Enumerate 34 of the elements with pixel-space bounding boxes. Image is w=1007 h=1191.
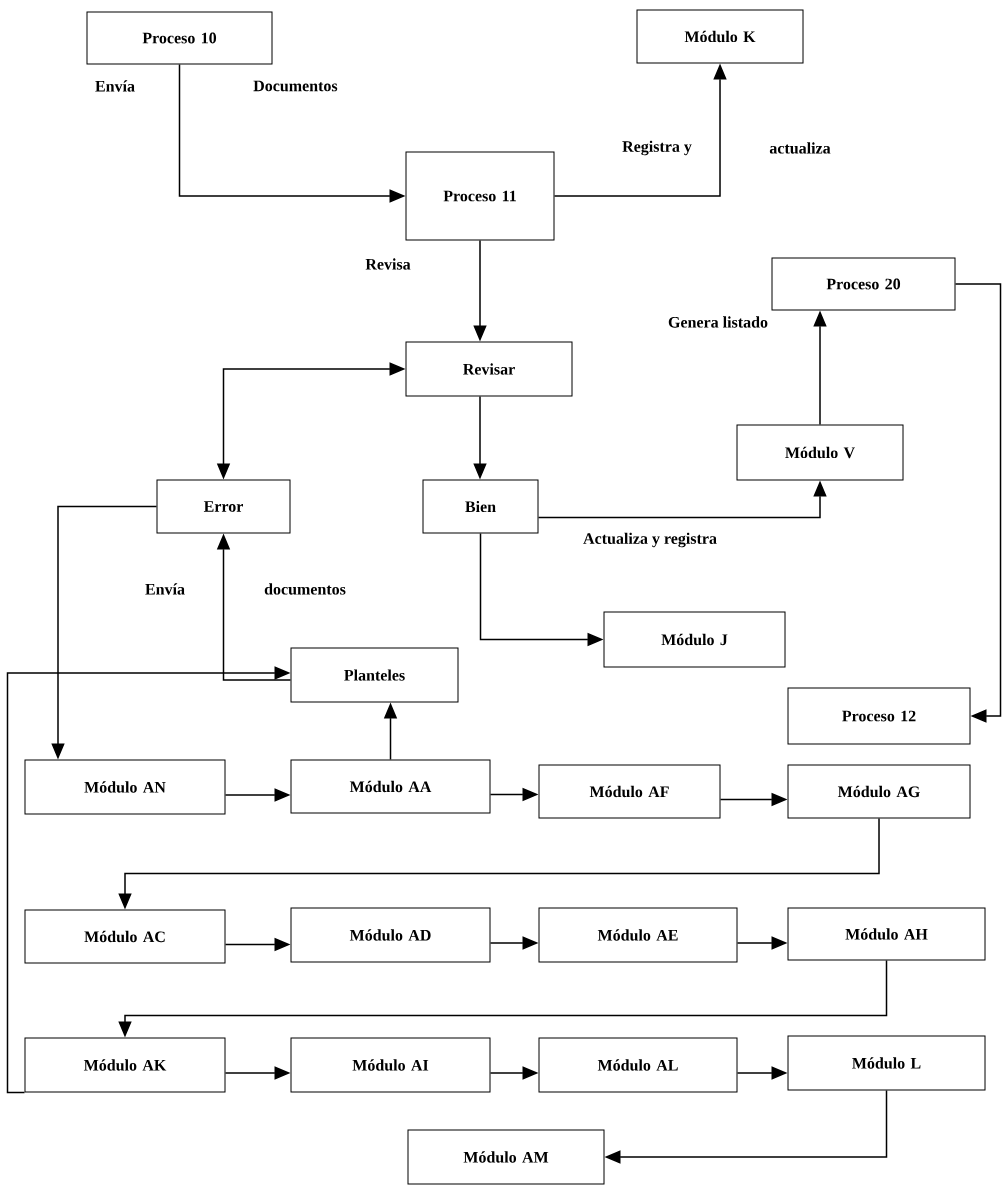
process-box: Módulo AI	[290, 1037, 491, 1093]
process-box: Proceso 12	[787, 687, 971, 745]
process-box: Módulo AL	[538, 1037, 738, 1093]
process-box: Módulo AM	[407, 1129, 605, 1185]
process-box: Proceso 20	[771, 257, 956, 311]
process-box: Módulo V	[736, 424, 904, 481]
process-box: Módulo AF	[538, 764, 721, 819]
process-box: Módulo AK	[24, 1037, 226, 1093]
process-box: Proceso 10	[86, 11, 273, 65]
process-box: Bien	[422, 479, 539, 534]
line-label: Registra y	[622, 140, 692, 156]
process-box: Módulo AH	[787, 907, 986, 961]
process-box: Módulo AG	[787, 764, 971, 819]
arrow	[954, 283, 1002, 723]
process-box: Módulo AD	[290, 907, 491, 963]
process-box: Planteles	[290, 647, 459, 703]
edge-label: Genera listado	[668, 316, 768, 328]
process-box: Proceso 11	[405, 151, 555, 241]
process-box: Módulo L	[787, 1035, 986, 1091]
line-label: documentos	[264, 583, 346, 595]
process-box: Revisar	[405, 341, 573, 397]
process-box: Módulo K	[636, 9, 804, 64]
process-box: Módulo AE	[538, 907, 738, 963]
process-box: Error	[156, 479, 291, 534]
line-label: Documentos	[253, 80, 338, 92]
line-label: actualiza	[769, 142, 831, 154]
line-label: Envía	[145, 583, 185, 595]
line-label: Envía	[95, 80, 135, 92]
process-box: Módulo AC	[24, 909, 226, 964]
process-box: Módulo AA	[290, 759, 491, 814]
process-box: Módulo J	[603, 611, 786, 668]
edge-label: Revisa	[365, 258, 411, 270]
edge-label: Actualiza y registra	[583, 532, 717, 548]
process-box: Módulo AN	[24, 759, 226, 815]
